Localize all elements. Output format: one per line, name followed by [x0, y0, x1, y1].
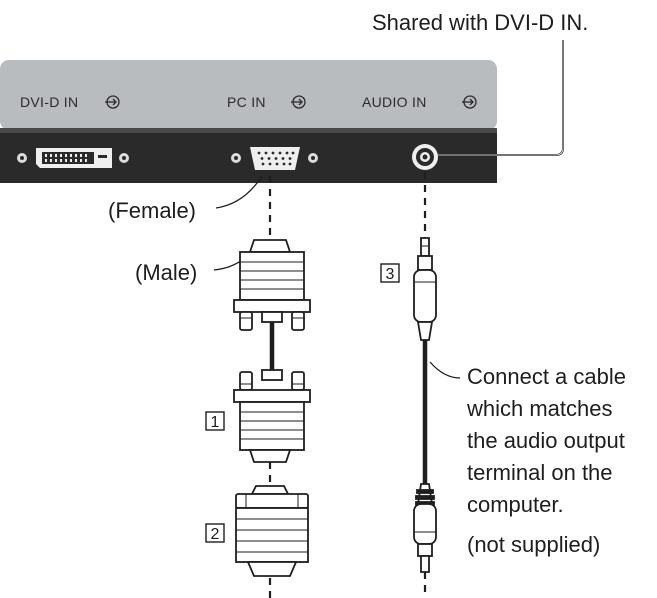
instruction-line-3: the audio output: [467, 428, 625, 453]
instruction-line-4: terminal on the: [467, 460, 613, 485]
conversion-adapter: [235, 485, 309, 577]
input-arrow-icon: [291, 95, 306, 109]
female-leader-line: [215, 175, 263, 209]
badge-3: 3: [380, 263, 400, 283]
vga-cable-end-connector: [233, 369, 311, 463]
pc-in-label: PC IN: [227, 94, 266, 110]
pc-in-port: [231, 147, 318, 170]
dvi-label: DVI-D IN: [20, 94, 78, 110]
audio-in-jack: [412, 144, 438, 170]
dvi-d-port: [17, 148, 129, 168]
input-arrow-icon: [105, 95, 120, 109]
input-arrow-icon: [462, 95, 477, 109]
instruction-line-5: computer.: [467, 492, 564, 517]
svg-text:1: 1: [211, 414, 220, 431]
shared-note: Shared with DVI-D IN.: [372, 10, 588, 35]
badge-1: 1: [205, 411, 225, 431]
instruction-line-2: which matches: [466, 396, 613, 421]
audio-plug-bottom: [413, 483, 437, 573]
svg-text:2: 2: [211, 526, 220, 543]
audio-in-label: AUDIO IN: [362, 94, 427, 110]
not-supplied-note: (not supplied): [467, 532, 600, 557]
svg-text:3: 3: [386, 266, 395, 283]
audio-plug-top: [413, 237, 437, 341]
badge-2: 2: [205, 523, 225, 543]
panel-top: [0, 60, 497, 130]
instruction-line-1: Connect a cable: [467, 364, 626, 389]
terminal-panel: DVI-D IN PC IN AUDIO IN: [0, 60, 497, 183]
vga-male-connector: [233, 239, 311, 331]
male-label: (Male): [135, 260, 197, 285]
instruction-leader-line: [429, 361, 461, 379]
female-label: (Female): [108, 198, 196, 223]
